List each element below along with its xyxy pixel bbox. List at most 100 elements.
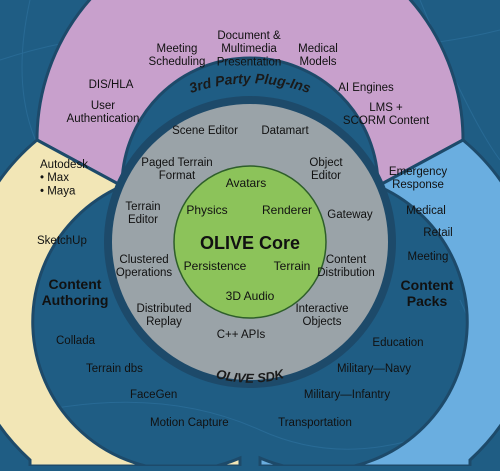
plugin-item: DIS/HLA	[89, 79, 134, 91]
authoring-item: Autodesk• Max• Maya	[40, 159, 88, 197]
label-line: • Maya	[40, 185, 76, 197]
label-line: Editor	[311, 170, 341, 182]
label-line: Military—Navy	[337, 363, 411, 375]
label-line: Autodesk	[40, 159, 88, 171]
label-line: Authoring	[42, 292, 109, 308]
core-item: Renderer	[262, 203, 312, 217]
core-item: 3D Audio	[226, 289, 275, 303]
packs-item: Education	[372, 337, 423, 349]
label-line: C++ APIs	[217, 329, 266, 341]
label-line: DIS/HLA	[89, 79, 134, 91]
label-line: Format	[159, 170, 196, 182]
label-line: Content	[326, 254, 367, 266]
label-line: Content	[49, 276, 102, 292]
label-line: Interactive	[295, 303, 348, 315]
core-item: Avatars	[226, 176, 266, 190]
plugins-title: 3rd Party Plug-Ins	[187, 70, 313, 96]
label-line: Military—Infantry	[304, 389, 391, 401]
label-line: FaceGen	[130, 389, 177, 401]
label-line: Meeting	[157, 43, 198, 55]
label-line: Editor	[128, 214, 158, 226]
label-line: SCORM Content	[343, 115, 430, 127]
core-title: OLIVE Core	[200, 233, 300, 253]
label-line: Objects	[303, 316, 342, 328]
label-line: Document &	[217, 30, 281, 42]
label-line: Content	[401, 277, 454, 293]
label-line: Emergency	[389, 166, 447, 178]
label-line: Distribution	[317, 267, 375, 279]
authoring-item: Terrain dbs	[86, 363, 143, 375]
label-line: Clustered	[119, 254, 168, 266]
label-line: User	[91, 100, 115, 112]
label-line: Terrain	[125, 201, 160, 213]
label-line: LMS +	[369, 102, 403, 114]
core-items: OLIVE Core Avatars Physics Renderer Pers…	[184, 176, 312, 303]
label-line: Motion Capture	[150, 417, 229, 429]
label-line: Multimedia	[221, 43, 277, 55]
label-line: Meeting	[408, 251, 449, 263]
label-line: Retail	[423, 227, 452, 239]
label-line: Models	[299, 56, 336, 68]
core-item: Persistence	[184, 259, 247, 273]
sdk-item: Scene Editor	[172, 125, 238, 137]
authoring-item: Motion Capture	[150, 417, 229, 429]
packs-item: Transportation	[278, 417, 352, 429]
label-line: Paged Terrain	[141, 157, 212, 169]
label-line: • Max	[40, 172, 69, 184]
core-item: Physics	[186, 203, 227, 217]
authoring-item: FaceGen	[130, 389, 177, 401]
packs-item: Retail	[423, 227, 452, 239]
label-line: Terrain dbs	[86, 363, 143, 375]
label-line: Operations	[116, 267, 173, 279]
label-line: Distributed	[137, 303, 192, 315]
label-line: Datamart	[261, 125, 309, 137]
sdk-title: OLIVE SDK	[215, 366, 287, 386]
label-line: Education	[372, 337, 423, 349]
label-line: Replay	[146, 316, 182, 328]
label-line: Authentication	[67, 113, 140, 125]
packs-item: Military—Infantry	[304, 389, 391, 401]
authoring-item: SketchUp	[37, 235, 87, 247]
authoring-item: Collada	[56, 335, 96, 347]
label-line: Presentation	[217, 56, 282, 68]
plugin-item: AI Engines	[338, 82, 394, 94]
core-circle	[173, 165, 327, 319]
plugins-ring	[35, 0, 465, 189]
label-line: Collada	[56, 335, 96, 347]
label-line: Packs	[407, 293, 448, 309]
label-line: Response	[392, 179, 444, 191]
sdk-item: Datamart	[261, 125, 309, 137]
label-line: Gateway	[327, 209, 373, 221]
packs-item: Meeting	[408, 251, 449, 263]
label-line: Medical	[406, 205, 446, 217]
label-line: Transportation	[278, 417, 352, 429]
plugin-item: LMS +SCORM Content	[343, 102, 430, 127]
label-line: Object	[309, 157, 343, 169]
label-line: AI Engines	[338, 82, 394, 94]
packs-item: Medical	[406, 205, 446, 217]
core-item: Terrain	[274, 259, 311, 273]
packs-item: Military—Navy	[337, 363, 411, 375]
label-line: Medical	[298, 43, 338, 55]
sdk-item: Gateway	[327, 209, 373, 221]
authoring-items: Autodesk• Max• Maya SketchUp Collada Ter…	[37, 159, 229, 429]
